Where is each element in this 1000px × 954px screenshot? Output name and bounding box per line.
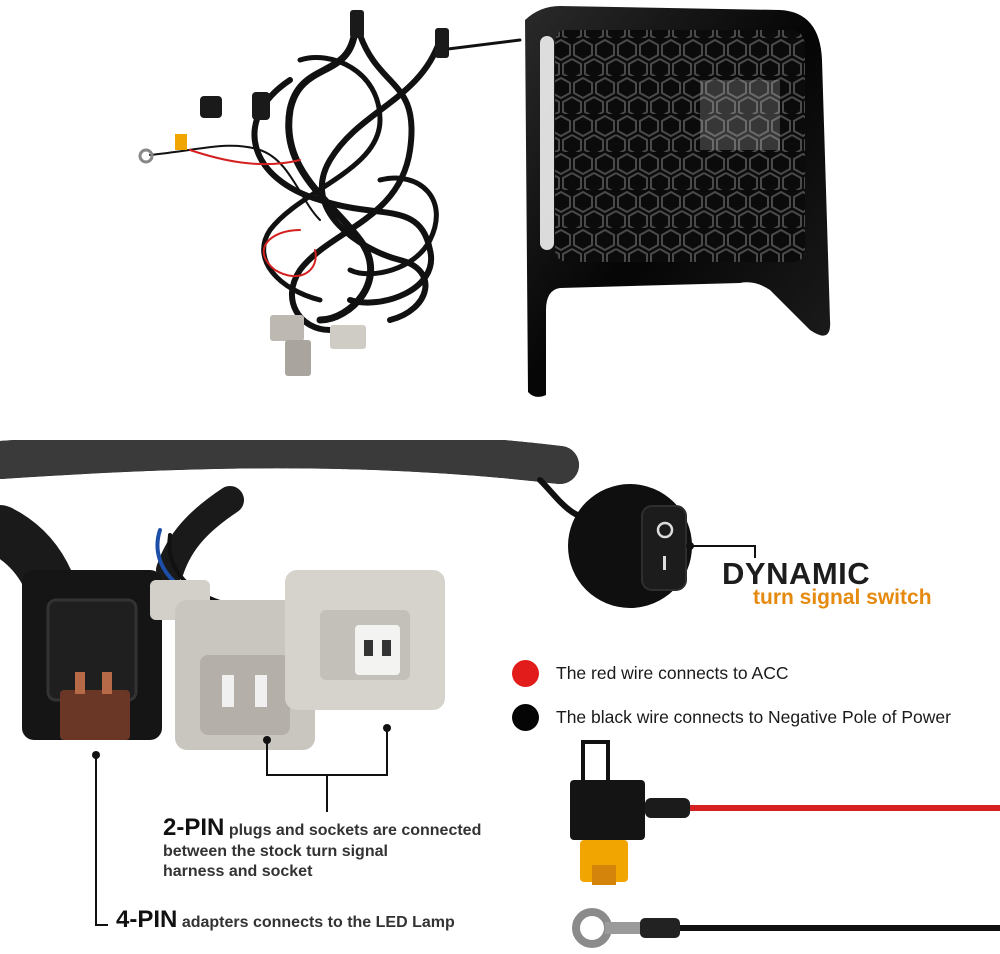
connector-closeup-illustration	[0, 440, 1000, 948]
product-top-panel	[0, 0, 1000, 415]
rocker-switch	[568, 484, 692, 608]
red-dot-icon	[512, 659, 539, 687]
thin-wires	[149, 144, 321, 277]
four-pin-caption-text: adapters connects to the LED Lamp	[181, 914, 455, 931]
four-pin-caption: 4-PIN adapters connects to the LED Lamp	[116, 906, 455, 934]
harness-and-grille-illustration	[138, 6, 831, 397]
black-dot-icon	[512, 703, 539, 731]
top-connectors	[138, 10, 449, 376]
two-pin-caption-line3: harness and socket	[163, 863, 313, 880]
switch-title: DYNAMIC	[722, 556, 871, 591]
product-detail-panel	[0, 440, 1000, 954]
ring-terminal	[572, 908, 1000, 948]
four-pin-heading: 4-PIN	[116, 906, 178, 933]
two-pin-heading: 2-PIN	[163, 814, 225, 841]
two-pin-caption-line1: plugs and sockets are connected	[228, 822, 482, 839]
honeycomb-grille	[525, 6, 831, 397]
legend-red-row: The red wire connects to ACC	[512, 658, 788, 688]
panel-divider	[0, 415, 1000, 440]
legend-black-row: The black wire connects to Negative Pole…	[512, 702, 951, 732]
legend-black-text: The black wire connects to Negative Pole…	[556, 706, 951, 727]
fuse-tap	[570, 740, 1000, 885]
two-pin-caption-line2: between the stock turn signal	[163, 843, 388, 860]
legend-red-text: The red wire connects to ACC	[556, 662, 789, 683]
switch-subtitle: turn signal switch	[753, 586, 932, 609]
two-pin-plug	[150, 580, 315, 750]
two-pin-caption: 2-PIN plugs and sockets are connected be…	[163, 814, 543, 882]
wire-harness	[251, 26, 522, 333]
four-pin-connector	[22, 570, 162, 740]
two-pin-socket	[285, 570, 445, 710]
